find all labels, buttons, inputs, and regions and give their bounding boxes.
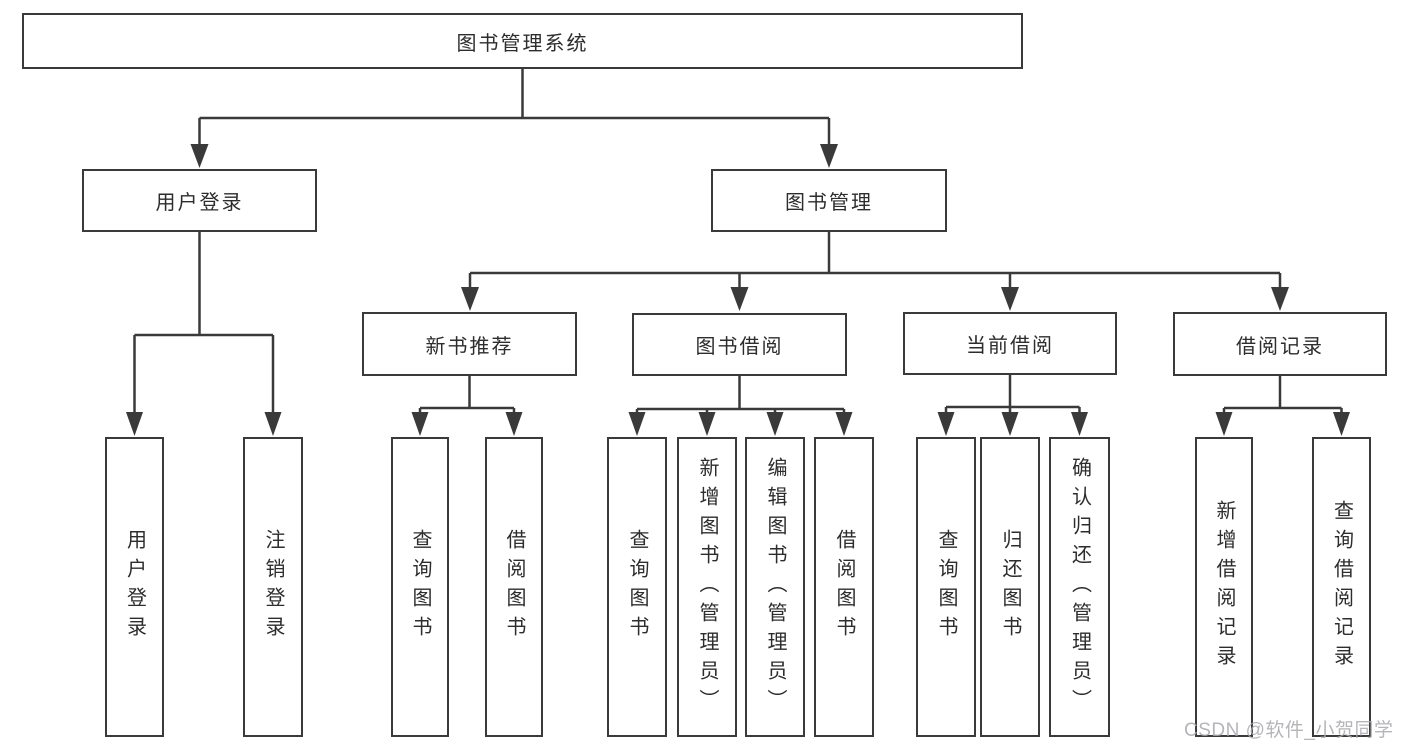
arrowhead-down-icon: [411, 412, 429, 436]
connector-current-to-leaves: [944, 375, 1081, 414]
arrowhead-down-icon: [937, 412, 955, 436]
leaf-current-confirm-return-admin: 确认归还（管理员）: [1049, 437, 1110, 737]
node-book-borrow: 图书借阅: [632, 313, 847, 376]
node-borrow-records: 借阅记录: [1173, 312, 1387, 376]
connector-manage-to-level2: [468, 232, 1282, 289]
leaf-borrow-add-books-admin: 新增图书（管理员）: [677, 437, 737, 737]
arrowhead-down-icon: [698, 412, 716, 436]
connector-records-to-leaves: [1222, 375, 1343, 414]
arrowhead-down-icon: [1333, 412, 1350, 436]
leaf-logout: 注销登录: [243, 437, 303, 737]
csdn-watermark: CSDN @软件_小贺同学: [1184, 720, 1394, 741]
connector-root-to-level1: [198, 69, 831, 146]
arrowhead-down-icon: [1271, 287, 1289, 311]
leaf-user-login: 用户登录: [105, 437, 164, 737]
arrowhead-down-icon: [835, 412, 853, 436]
connector-borrow-to-leaves: [635, 376, 846, 414]
arrowhead-down-icon: [1001, 412, 1019, 436]
node-root-system: 图书管理系统: [22, 13, 1023, 69]
arrowhead-down-icon: [730, 287, 749, 311]
node-new-book-recommend: 新书推荐: [362, 312, 577, 376]
arrowhead-down-icon: [264, 412, 282, 436]
leaf-borrow-borrow-books: 借阅图书: [814, 437, 874, 737]
leaf-records-query-record: 查询借阅记录: [1312, 437, 1371, 737]
arrowhead-down-icon: [1001, 287, 1019, 311]
node-current-borrow: 当前借阅: [903, 312, 1117, 375]
node-book-management: 图书管理: [711, 169, 947, 232]
arrowhead-down-icon: [461, 287, 479, 311]
leaf-recommend-query-books: 查询图书: [391, 437, 449, 737]
connector-recommend-to-leaves: [418, 376, 516, 414]
arrowhead-down-icon: [190, 144, 209, 168]
leaf-current-return-books: 归还图书: [980, 437, 1040, 737]
arrowhead-down-icon: [1071, 412, 1088, 436]
leaf-current-query-books: 查询图书: [916, 437, 976, 737]
leaf-borrow-query-books: 查询图书: [607, 437, 667, 737]
arrowhead-down-icon: [1215, 412, 1233, 436]
leaf-recommend-borrow-books: 借阅图书: [485, 437, 543, 737]
arrowhead-down-icon: [505, 412, 523, 436]
connector-login-to-leaves: [133, 232, 275, 414]
arrowhead-down-icon: [766, 412, 784, 436]
node-user-login: 用户登录: [82, 169, 317, 232]
arrowhead-down-icon: [126, 412, 143, 436]
arrowhead-down-icon: [820, 144, 838, 168]
leaf-borrow-edit-books-admin: 编辑图书（管理员）: [745, 437, 805, 737]
leaf-records-add-record: 新增借阅记录: [1195, 437, 1253, 737]
arrowhead-down-icon: [628, 412, 646, 436]
